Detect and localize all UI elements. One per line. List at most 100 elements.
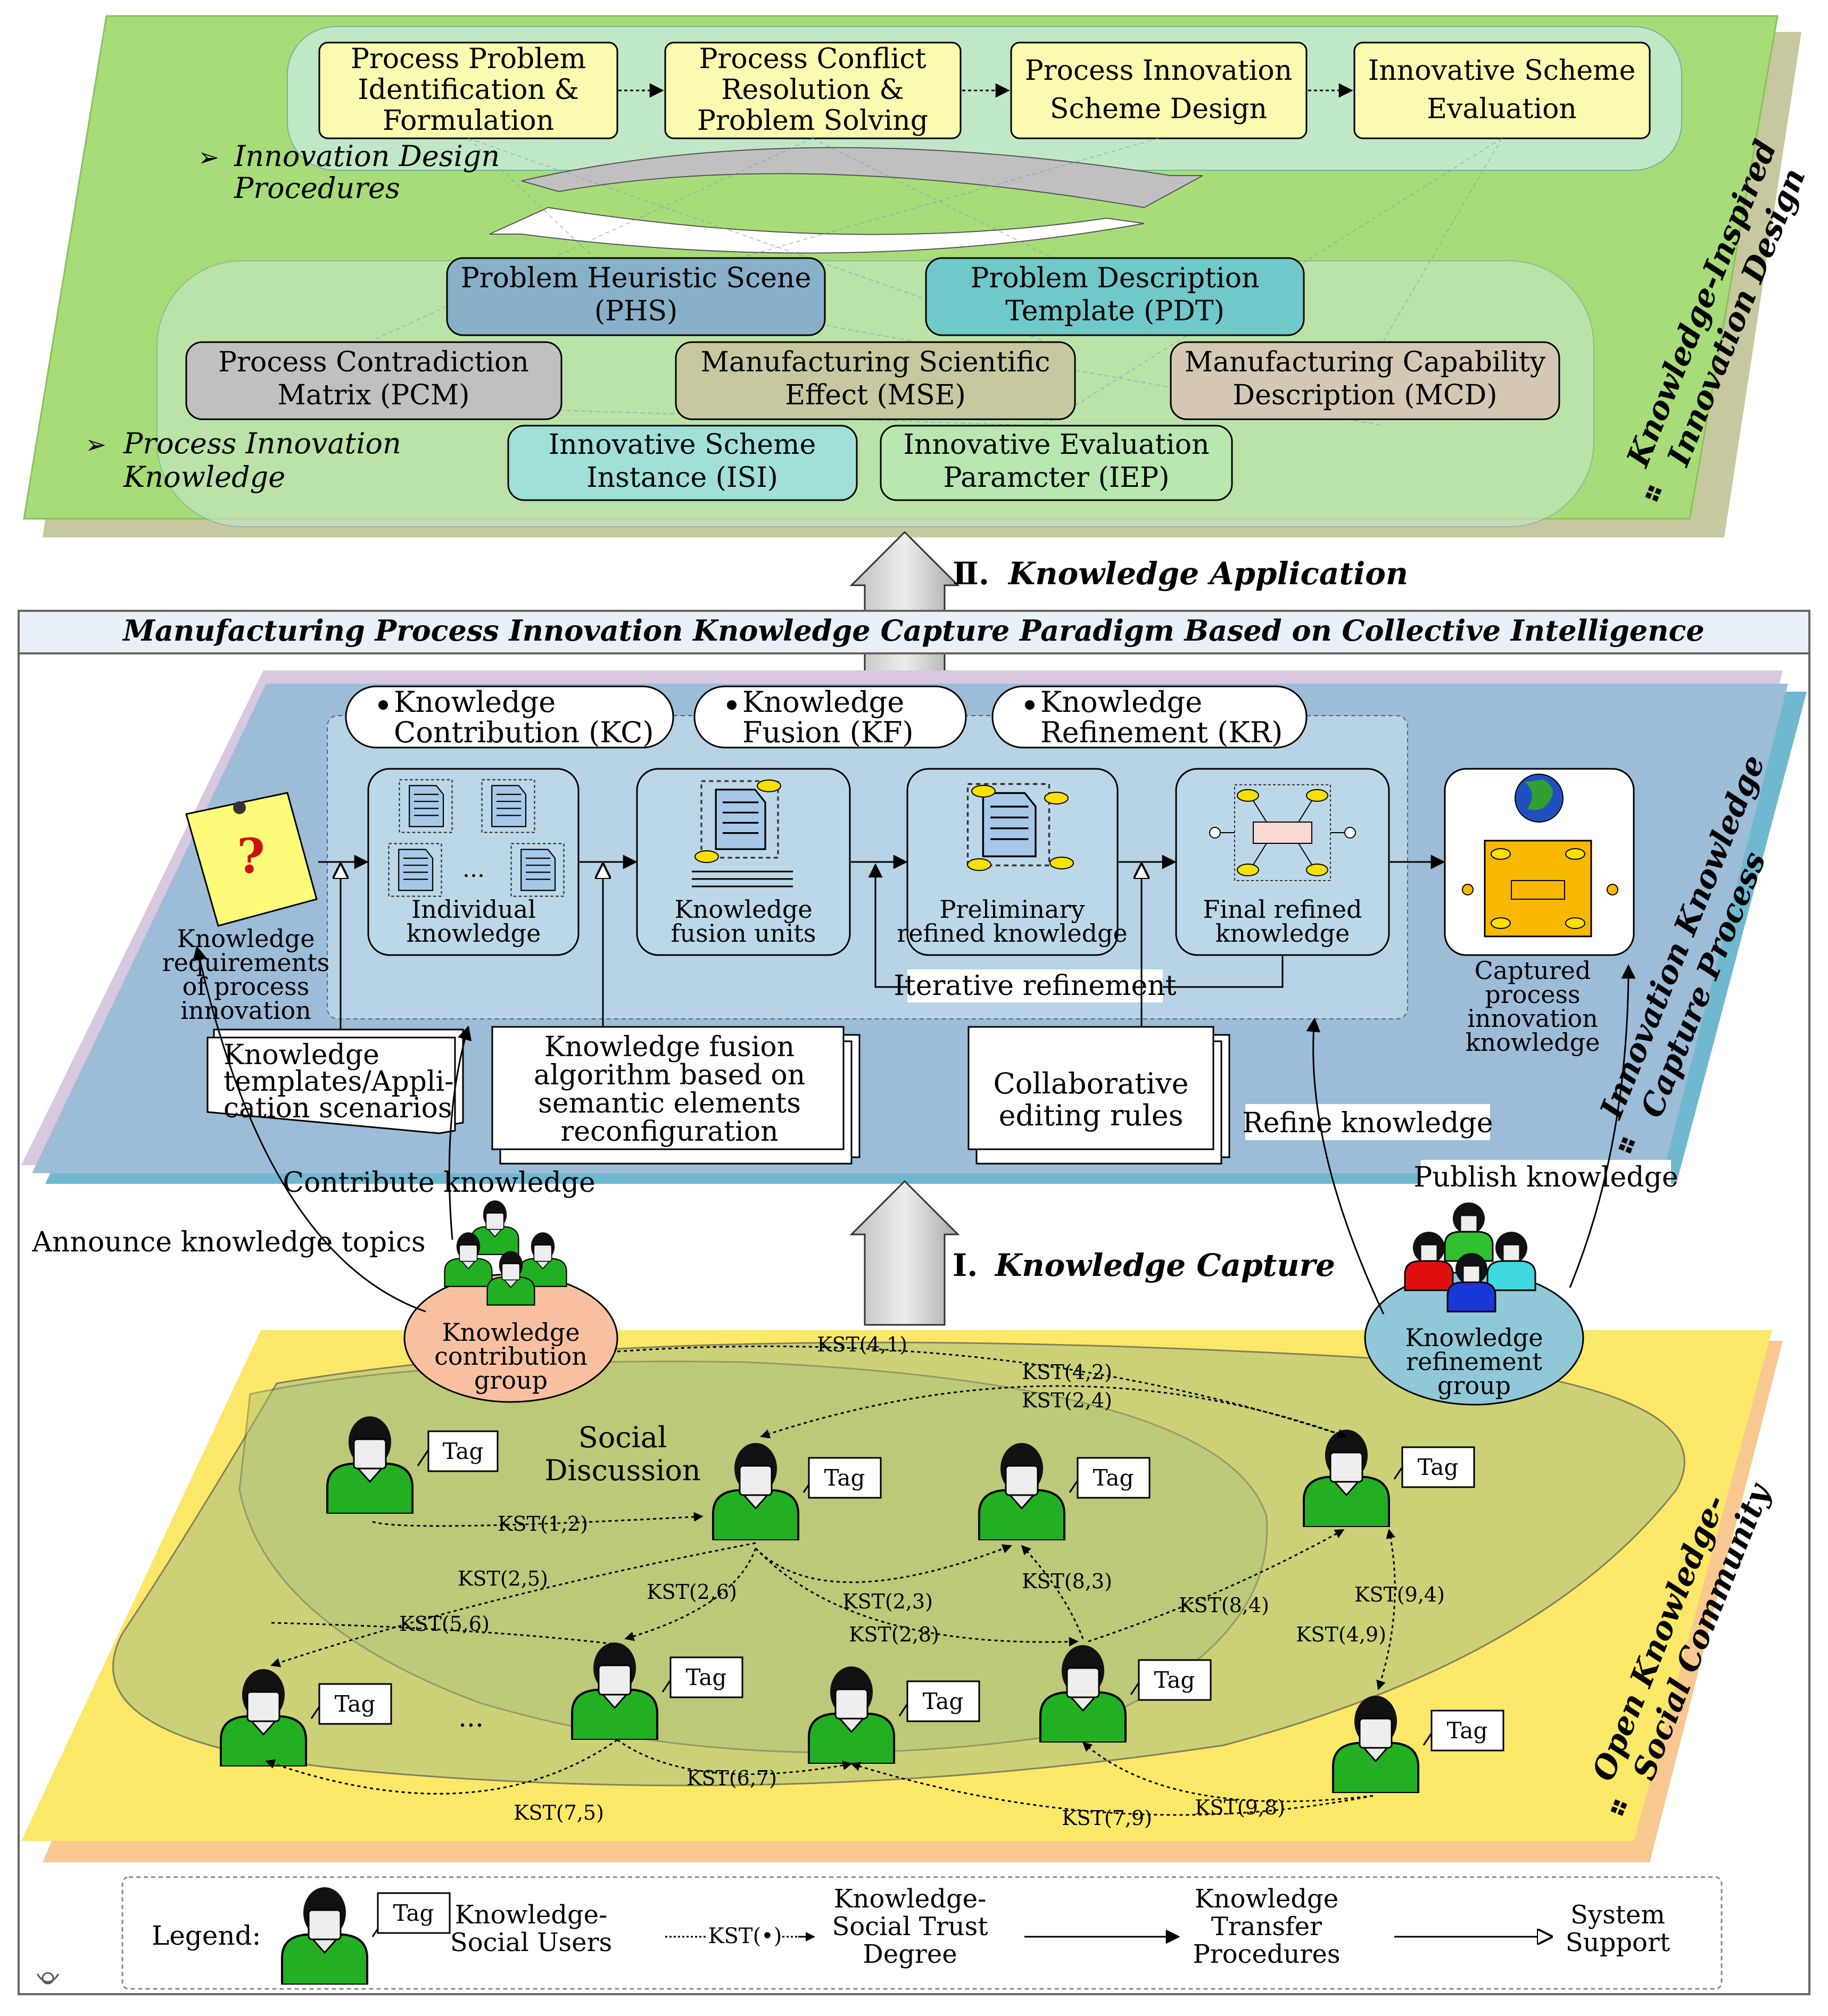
legend-transfer-3: Procedures <box>1193 1939 1340 1969</box>
social-user: Tag <box>220 1668 392 1766</box>
square-bullet-icon <box>1645 492 1652 499</box>
final-line1: Final refined <box>1203 895 1362 924</box>
paradigm-title: Manufacturing Process Innovation Knowled… <box>122 613 1705 648</box>
iep-line2: Paramcter (IEP) <box>943 462 1169 494</box>
knowledge-phs: Problem Heuristic Scene (PHS) <box>446 257 826 336</box>
knowledge-iep: Innovative Evaluation Paramcter (IEP) <box>880 425 1233 501</box>
user-tag: Tag <box>1447 1718 1488 1744</box>
kst-label: KST(7,5) <box>514 1801 604 1824</box>
captured-knowledge-box <box>1444 768 1635 956</box>
legend-trust-3: Degree <box>863 1939 957 1969</box>
square-bullet-icon <box>1610 1806 1618 1813</box>
refine-arrow <box>1306 1017 1385 1315</box>
iterative-label-bg <box>907 969 1163 1002</box>
fusion-units-box: Knowledge fusion units <box>636 768 851 956</box>
kst-label: KST(8,3) <box>1022 1570 1112 1593</box>
legend-title: Legend: <box>152 1920 261 1951</box>
cycle-arrow-lower <box>489 206 1145 254</box>
kst-label: KST(7,9) <box>1062 1806 1152 1830</box>
knowledge-mcd: Manufacturing Capability Description (MC… <box>1170 341 1560 420</box>
proc-4-line1: Innovative Scheme <box>1368 55 1636 87</box>
phase-kc-line2: Contribution (KC) <box>394 716 654 749</box>
proc-2-line2: Resolution & <box>721 74 904 106</box>
kst-label: KST(2,8) <box>849 1623 939 1646</box>
proc-2-line1: Process Conflict <box>699 43 927 75</box>
mcd-line1: Manufacturing Capability <box>1185 346 1546 378</box>
publish-label-bg <box>1421 1160 1671 1196</box>
pdt-line2: Template (PDT) <box>1005 295 1225 327</box>
user-tag: Tag <box>1418 1454 1459 1480</box>
proc-4-line2: Evaluation <box>1427 93 1577 125</box>
phase-kf: Knowledge Fusion (KF) <box>693 685 967 749</box>
user-icon <box>281 1886 368 1985</box>
phs-line2: (PHS) <box>594 295 678 327</box>
phase-kc-line1: Knowledge <box>394 685 556 719</box>
individual-line1: Individual <box>411 895 536 924</box>
more-users-dots: ... <box>458 1702 484 1733</box>
kst-labels: KST(4,1) KST(4,2) KST(2,4) KST(1,2) KST(… <box>399 1333 1445 1830</box>
collab-rules-doc: Collaborative editing rules <box>967 1026 1230 1165</box>
phase-kf-line2: Fusion (KF) <box>742 716 914 749</box>
knowledge-pdt: Problem Description Template (PDT) <box>925 257 1305 336</box>
knowledge-capture-arrow: Ⅰ. Knowledge Capture <box>849 1180 1335 1326</box>
final-refined-box: Final refined knowledge <box>1175 768 1390 956</box>
proc-3-line1: Process Innovation <box>1025 55 1292 87</box>
contrib-group-line1: Knowledge <box>442 1318 580 1347</box>
iep-line1: Innovative Evaluation <box>903 429 1209 461</box>
application-num: Ⅱ. <box>953 555 989 592</box>
publish-label: Publish knowledge <box>1413 1162 1678 1193</box>
phase-kf-line1: Knowledge <box>742 685 904 719</box>
social-user: Tag <box>1332 1695 1504 1793</box>
user-icon <box>1486 1232 1536 1291</box>
kst-label: KST(4,2) <box>1022 1360 1112 1384</box>
kst-label: KST(2,4) <box>1022 1389 1112 1412</box>
social-user: Tag <box>1039 1644 1212 1743</box>
collab-line1: Collaborative <box>993 1067 1188 1100</box>
user-icon <box>1446 1253 1496 1313</box>
knowledge-mse: Manufacturing Scientific Effect (MSE) <box>675 341 1076 420</box>
fusion-algo-line4: reconfiguration <box>560 1116 778 1148</box>
legend-kst: KST(•) <box>708 1924 782 1948</box>
legend-transfer-1: Knowledge <box>1195 1884 1338 1914</box>
templates-line1: Knowledge <box>224 1039 379 1071</box>
social-discussion-line1: Social <box>578 1421 667 1454</box>
social-discussion-line2: Discussion <box>544 1454 700 1487</box>
captured-line2: process <box>1485 980 1580 1009</box>
procedure-box-1: Process Problem Identification & Formula… <box>318 42 618 139</box>
user-icon <box>1444 1202 1494 1262</box>
preliminary-line1: Preliminary <box>940 895 1085 924</box>
fusion-algo-line2: algorithm based on <box>534 1059 805 1091</box>
kst-label: KST(5,6) <box>399 1612 490 1636</box>
contrib-group-line3: group <box>474 1366 548 1395</box>
user-icon <box>1404 1232 1454 1291</box>
individual-knowledge-box: ... Individual knowledge <box>367 768 580 956</box>
individual-line2: knowledge <box>407 919 541 948</box>
preliminary-line2: refined knowledge <box>897 919 1127 948</box>
kst-label: KST(9,8) <box>1195 1796 1285 1819</box>
legend-support-1: System <box>1570 1900 1665 1930</box>
social-user: Tag <box>712 1442 882 1540</box>
fusion-units-line1: Knowledge <box>674 895 812 924</box>
individual-ellipsis: ... <box>462 856 485 883</box>
legend: Legend: Tag Knowledge- Social Users KST(… <box>121 1876 1723 1990</box>
preliminary-box: Preliminary refined knowledge <box>897 768 1128 956</box>
procedure-box-3: Process Innovation Scheme Design <box>1010 42 1308 139</box>
user-tag: Tag <box>443 1438 484 1464</box>
innovation-design-layer: Process Problem Identification & Formula… <box>23 15 1813 537</box>
kst-label: KST(6,7) <box>686 1766 777 1790</box>
templates-doc: Knowledge templates/Appli- cation scenar… <box>206 1028 464 1134</box>
captured-line1: Captured <box>1475 956 1591 985</box>
social-user: Tag <box>1303 1429 1475 1527</box>
user-tag: Tag <box>335 1691 376 1717</box>
phase-kr: Knowledge Refinement (KR) <box>991 685 1308 749</box>
paradigm-title-bar <box>18 610 1810 654</box>
bullet-dot-icon <box>727 700 737 710</box>
square-bullet-icon <box>1618 1143 1626 1151</box>
bullet-dot-icon <box>1025 700 1035 710</box>
templates-line2: templates/Appli- <box>224 1066 454 1098</box>
knowledge-application-arrow: Ⅱ. Knowledge Application <box>849 530 1408 687</box>
contribute-label: Contribute knowledge <box>283 1167 595 1199</box>
publish-arrow <box>1569 964 1636 1288</box>
refine-label-bg <box>1245 1104 1490 1140</box>
kst-label: KST(4,9) <box>1296 1623 1386 1646</box>
